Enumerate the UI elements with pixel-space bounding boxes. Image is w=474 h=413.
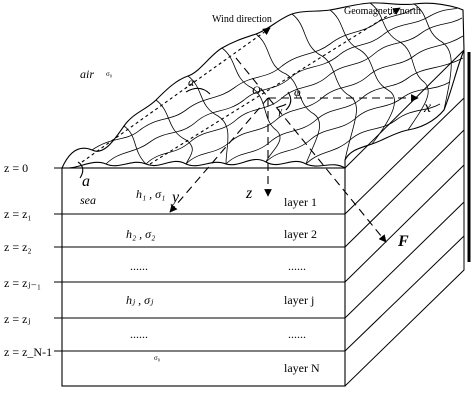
layer-name: layer N <box>284 361 320 375</box>
origin-label: O <box>252 83 261 97</box>
field-vector-line <box>235 57 387 243</box>
sea-label: sea <box>80 193 96 207</box>
field-vector-label: F <box>397 233 409 250</box>
layer-z-label: z = zⱼ <box>4 312 31 326</box>
air-sigma-label: σ₀ <box>106 70 113 78</box>
layer-z-label: z = z₁ <box>4 207 32 221</box>
air-label: air <box>80 67 94 81</box>
alpha-arc <box>185 87 211 95</box>
layer-z-label: z = z_N-1 <box>4 345 52 359</box>
layer-boundaries <box>62 213 345 352</box>
layer-params: ...... <box>130 259 148 273</box>
layer-z-label: z = z₂ <box>4 240 32 254</box>
alpha-label: α <box>188 75 195 89</box>
gamma-arc <box>275 103 287 109</box>
phi-arc <box>285 91 292 111</box>
geomagnetic-north-label: Geomagnetic north <box>344 6 421 17</box>
block-front-face <box>61 167 346 387</box>
z-axis-label: z <box>245 185 253 202</box>
layer-params: hⱼ , σⱼ <box>126 293 154 307</box>
layer-name: layer 2 <box>284 227 317 241</box>
gamma-label: γ <box>278 106 283 117</box>
sea-surface-outline <box>61 2 465 169</box>
x-axis-label: x <box>423 99 431 116</box>
axes <box>62 7 419 243</box>
layer-name: ...... <box>288 327 306 341</box>
depth-tick-marks <box>54 167 62 352</box>
wave-mesh <box>91 2 464 165</box>
wind-direction-line <box>81 27 271 163</box>
layer-name: layer 1 <box>284 195 317 209</box>
layer-params: h₂ , σ₂ <box>126 227 155 241</box>
z0-label: z = 0 <box>4 161 28 175</box>
block-side-face <box>344 48 471 387</box>
layer-z-label: z = zⱼ₋₁ <box>4 276 41 290</box>
geomagnetic-north-line <box>149 7 401 165</box>
a-arc <box>77 161 84 179</box>
layer-name: ...... <box>288 259 306 273</box>
phi-label: φ <box>294 85 301 99</box>
y-axis-label: y <box>170 189 180 206</box>
wind-direction-label: Wind direction <box>212 14 272 25</box>
a-label: a <box>82 173 90 190</box>
layer-params: ...... <box>130 327 148 341</box>
layer-name: layer j <box>284 293 314 307</box>
bottom-sigma-label: σ₀ <box>154 354 161 362</box>
layer-params: h₁ , σ₁ <box>136 187 165 201</box>
